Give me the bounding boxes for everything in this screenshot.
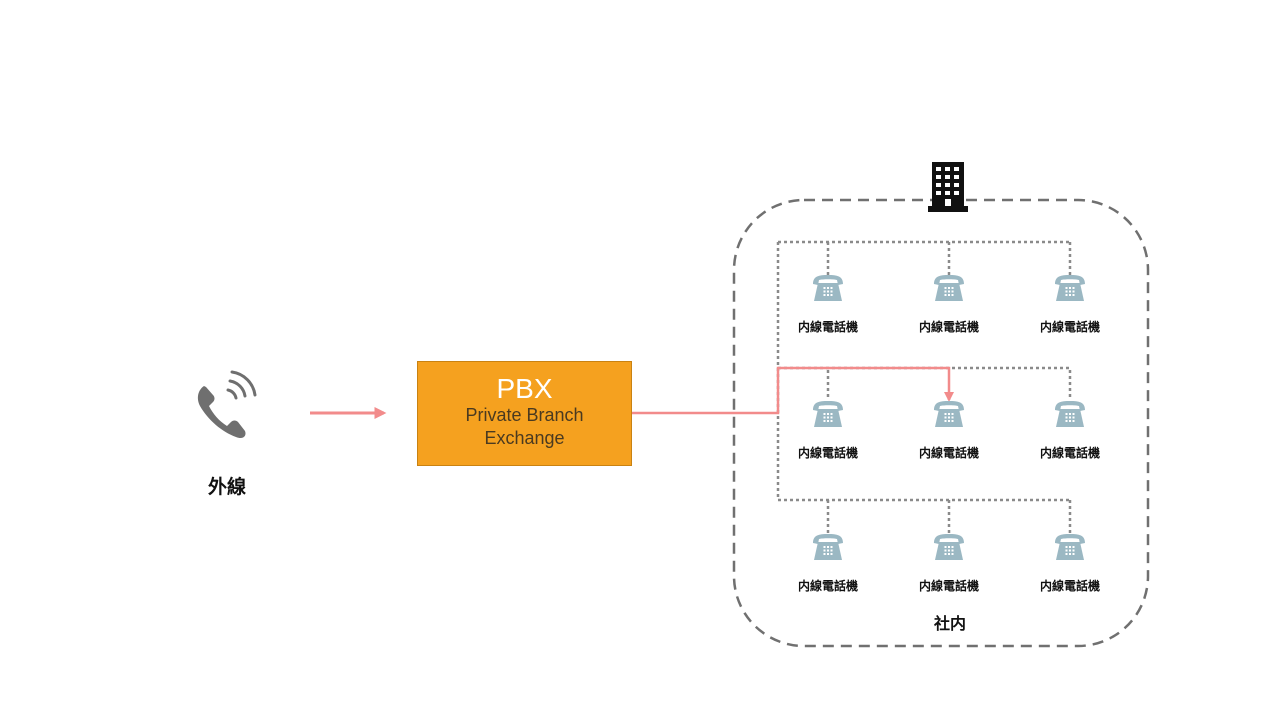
extension-phone-label: 内線電話機 [1039, 446, 1100, 460]
pbx-box: PBX Private Branch Exchange [417, 361, 632, 466]
desk-phone-icon [1055, 534, 1085, 560]
desk-phone-icon [1055, 401, 1085, 427]
office-label: 社内 [933, 614, 966, 633]
ringing-phone-icon [197, 370, 257, 439]
extension-phone-label: 内線電話機 [797, 446, 858, 460]
extension-phone-label: 内線電話機 [918, 579, 979, 593]
desk-phone-icon [934, 275, 964, 301]
desk-phone-icon [813, 275, 843, 301]
extension-phone-label: 内線電話機 [918, 320, 979, 334]
extension-phone-label: 内線電話機 [1039, 579, 1100, 593]
outside-line-label: 外線 [207, 476, 246, 498]
extension-phone-label: 内線電話機 [918, 446, 979, 460]
pbx-subtitle-line1: Private Branch [465, 405, 584, 425]
pbx-subtitle-line2: Exchange [484, 428, 565, 448]
office-building-icon [928, 162, 968, 212]
extension-phone-label: 内線電話機 [1039, 320, 1100, 334]
desk-phone-icon [1055, 275, 1085, 301]
call-route-path [632, 366, 954, 415]
extension-phone-label: 内線電話機 [797, 320, 858, 334]
desk-phone-icon [813, 534, 843, 560]
extension-phone-label: 内線電話機 [797, 579, 858, 593]
desk-phone-icon [934, 534, 964, 560]
desk-phone-icon [813, 401, 843, 427]
pbx-title: PBX [496, 373, 553, 404]
desk-phone-icon [934, 401, 964, 427]
